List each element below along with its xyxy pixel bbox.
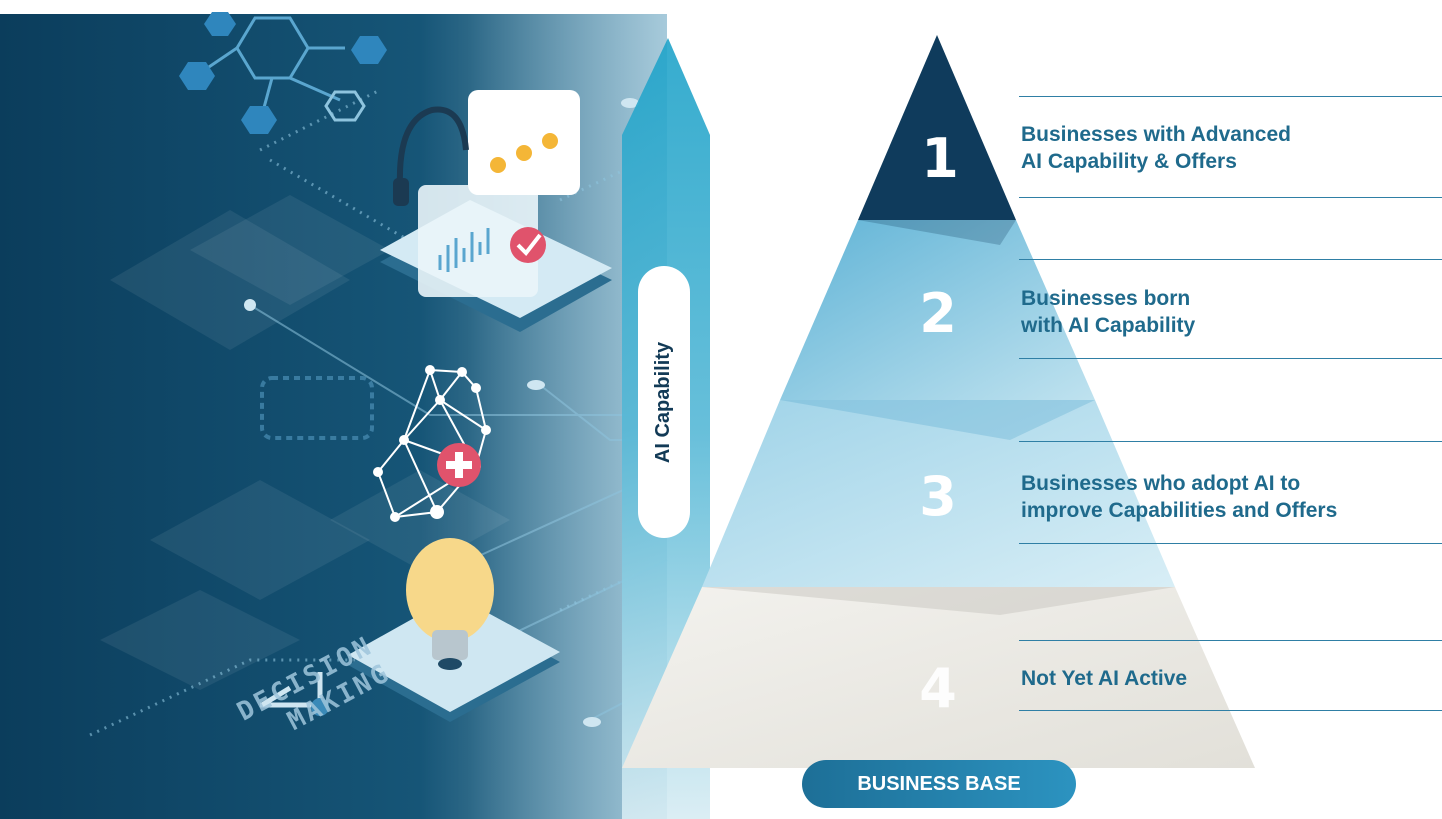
ai-capability-label: AI Capability <box>638 266 690 538</box>
lightbulb-icon <box>348 538 560 722</box>
tier-1-top-line <box>1019 96 1442 97</box>
circuit-nodes <box>244 98 639 727</box>
tier-1-bottom-line <box>1019 197 1442 198</box>
molecule-icon <box>179 12 387 134</box>
tier-4-bottom-line <box>1019 710 1442 711</box>
tier-1-label: Businesses with Advanced AI Capability &… <box>1021 123 1291 173</box>
business-base-text: BUSINESS BASE <box>857 772 1021 795</box>
tier-4-shape <box>622 587 1255 768</box>
tier-4-label: Not Yet AI Active <box>1021 667 1188 690</box>
tier-2-top-line <box>1019 259 1442 260</box>
tier-2-label: Businesses born with AI Capability <box>1021 287 1196 337</box>
direction-node <box>311 698 329 716</box>
virtual-assistant-icon <box>380 90 612 332</box>
medical-cross-icon <box>437 443 481 487</box>
dotted-lines <box>89 88 668 737</box>
tier-2-bottom-line <box>1019 358 1442 359</box>
business-base-label: BUSINESS BASE <box>802 760 1076 808</box>
tier-4-shade <box>702 587 1175 615</box>
tier-1-number: 1 <box>921 127 959 190</box>
tier-1-shape <box>858 35 1016 220</box>
tier-4-top-line <box>1019 640 1442 641</box>
tier-4-number: 4 <box>919 657 957 720</box>
tier-3-number: 3 <box>919 465 957 528</box>
tier-2-number: 2 <box>919 282 957 345</box>
tier-3-bottom-line <box>1019 543 1442 544</box>
tier-3-label: Businesses who adopt AI to improve Capab… <box>1021 472 1338 522</box>
axis-label-text: AI Capability <box>652 341 675 463</box>
tier-3-top-line <box>1019 441 1442 442</box>
tier-3-shape <box>702 400 1175 587</box>
tier-3-shade <box>780 400 1095 440</box>
chip-icon <box>260 376 374 440</box>
tier-2-shape <box>780 220 1095 400</box>
tier-2-shade <box>858 220 1016 245</box>
pyramid <box>622 35 1255 768</box>
circuit-tiles <box>100 195 510 690</box>
